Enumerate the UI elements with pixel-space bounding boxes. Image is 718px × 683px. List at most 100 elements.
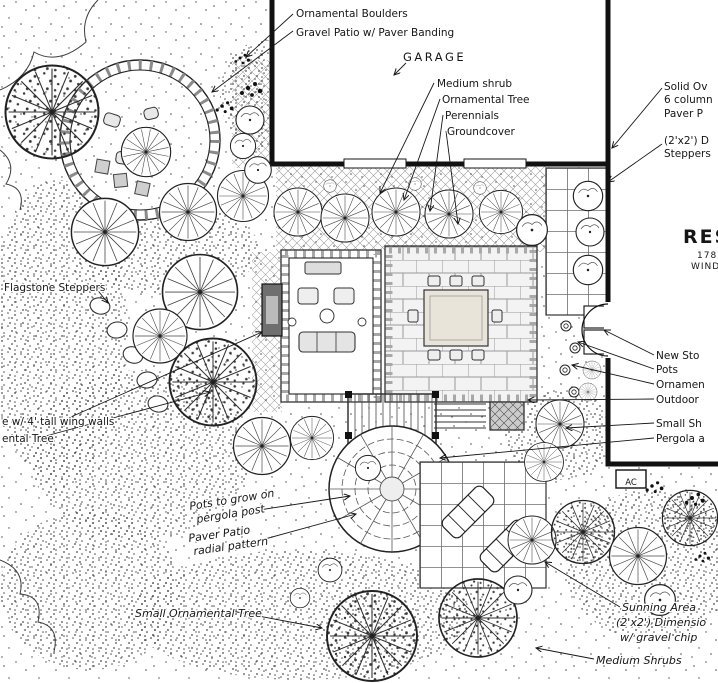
side-table: [357, 317, 367, 327]
sofa: [298, 331, 356, 353]
lounge-chair: [333, 287, 355, 305]
gravel-patio-circle: [59, 59, 221, 221]
label-small-ornamental-tree: Small Ornamental Tree: [135, 607, 262, 620]
large-tree-symbol: [550, 499, 616, 565]
ornamental-tree-symbol: [608, 526, 668, 586]
ornamental-tree-symbol: [70, 197, 140, 267]
grill-hatch: [490, 402, 524, 430]
leader-line: [604, 330, 655, 356]
label-medium-shrub: Medium shrub: [437, 78, 512, 90]
label-garage: GARAGE: [403, 50, 466, 64]
dining-patio: [384, 245, 538, 403]
leader-line: [572, 365, 655, 385]
perennial-symbol: [323, 179, 337, 193]
label-ornamental-tree: Ornamental Tree: [442, 94, 530, 106]
ornamental-tree-symbol: [289, 415, 335, 461]
coffee-table: [319, 308, 335, 324]
leader-line: [404, 98, 441, 200]
dining-table: [423, 289, 489, 347]
medium-shrub-symbol: [289, 587, 311, 609]
lounge-chair: [297, 287, 319, 305]
medium-shrub-symbol: [572, 180, 604, 212]
garage-building: [269, 0, 613, 169]
label-steppers: Steppers: [664, 148, 711, 160]
patio-steps: [434, 403, 486, 429]
dining-chair: [407, 275, 503, 361]
label-ac-unit: AC: [625, 478, 637, 488]
ornamental-tree-symbol: [158, 182, 218, 242]
label-pots: Pots: [656, 364, 678, 376]
leader-lines: [41, 13, 663, 660]
ornamental-tree-symbol: [320, 193, 370, 243]
large-tree-symbol: [661, 489, 718, 547]
garage-door-opening: [343, 158, 407, 169]
leader-line: [430, 114, 444, 211]
leader-line: [63, 332, 262, 421]
label-solid-overhead: Solid Ov: [664, 81, 707, 93]
medium-shrub-symbol: [575, 217, 605, 247]
sun-lounge-chair: [441, 485, 495, 539]
stepper-stone: [94, 158, 151, 197]
label-small-shrub: Small Sh: [656, 418, 702, 430]
annotation-labels: Ornamental Boulders Gravel Patio w/ Pave…: [1, 7, 718, 669]
large-tree-symbol: [168, 337, 258, 427]
medium-shrub-symbol: [503, 575, 533, 605]
perennial-symbol: [408, 177, 422, 191]
ornamental-tree-symbol: [507, 515, 557, 565]
side-table: [287, 317, 297, 327]
medium-shrub-symbol: [317, 557, 343, 583]
outdoor-living-room: [261, 249, 382, 403]
label-address-street: WIND: [691, 262, 718, 272]
leader-line: [445, 130, 458, 224]
label-ornamental-right: Ornamen: [656, 379, 705, 391]
small-shrub-symbol: [535, 399, 585, 449]
leader-line: [528, 399, 655, 400]
door-opening: [604, 302, 613, 358]
leader-line: [245, 496, 350, 513]
label-sunning-dimensional: (2'x2') Dimensio: [616, 616, 706, 629]
leader-line: [612, 87, 663, 148]
label-ornamental-boulders: Ornamental Boulders: [296, 8, 408, 20]
label-gravel-patio: Gravel Patio w/ Paver Banding: [296, 27, 454, 39]
console-table: [304, 261, 342, 275]
label-address-number: 178: [697, 251, 717, 261]
large-tree-symbol: [4, 64, 100, 160]
label-medium-shrubs: Medium Shrubs: [596, 654, 682, 667]
medium-shrub-symbol: [229, 132, 257, 160]
perennial-symbol: [473, 181, 487, 195]
leader-line: [246, 13, 294, 57]
ornamental-tree-symbol: [273, 187, 323, 237]
leader-line: [536, 648, 595, 660]
leader-line: [578, 342, 655, 370]
label-pergola: Pergola a: [656, 433, 705, 445]
leader-line: [242, 514, 356, 546]
leader-line: [608, 143, 663, 182]
medium-shrub-symbol: [354, 454, 382, 482]
label-new-stone: New Sto: [656, 350, 699, 362]
medium-shrub-symbol: [572, 254, 604, 286]
garage-door-opening: [463, 158, 527, 169]
leader-line: [380, 82, 435, 193]
label-paver-posts: Paver P: [664, 108, 703, 120]
ornamental-tree-symbol: [371, 187, 421, 237]
label-perennials: Perennials: [445, 110, 499, 122]
leader-line: [394, 62, 407, 75]
label-flagstone-steppers: Flagstone Steppers: [4, 282, 105, 294]
leader-line: [41, 392, 210, 438]
ornamental-tree-symbol: [478, 189, 524, 235]
leader-line: [440, 437, 655, 458]
medium-shrub-symbol: [244, 156, 272, 184]
fireplace-firebox: [266, 296, 278, 324]
ac-unit-pad: [615, 469, 647, 489]
leader-line: [566, 422, 655, 428]
leader-line: [94, 286, 108, 303]
leader-line: [545, 562, 621, 608]
medium-shrub-symbol: [235, 105, 265, 135]
label-sunning-area: Sunning Area: [622, 601, 696, 614]
label-outdoor: Outdoor: [656, 394, 700, 406]
leader-line: [231, 610, 322, 628]
label-residence: RES: [683, 226, 718, 248]
label-ornamental-tree-left: ental Tree: [2, 433, 54, 445]
